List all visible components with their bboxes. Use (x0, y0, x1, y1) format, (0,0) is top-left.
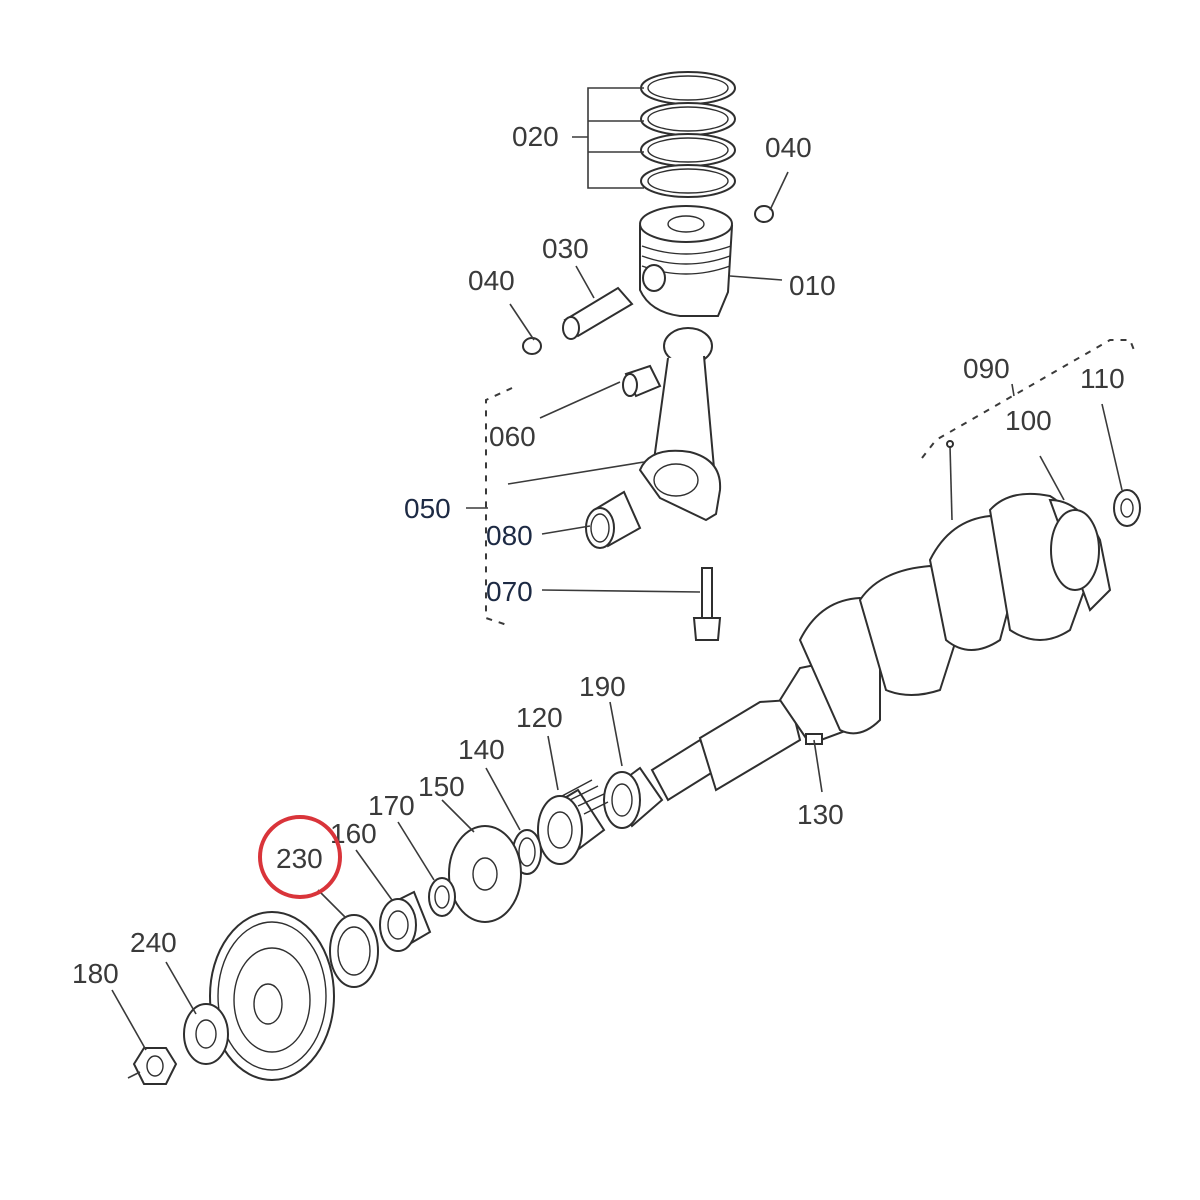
label-230: 230 (276, 843, 323, 874)
piston-pin (562, 286, 634, 340)
connecting-rod-bolt (692, 567, 722, 641)
snap-ring-right (754, 205, 774, 223)
sleeve (379, 890, 432, 952)
label-140: 140 (458, 734, 505, 765)
label-170: 170 (368, 790, 415, 821)
label-100: 100 (1005, 405, 1052, 436)
crankshaft (650, 492, 1112, 802)
label-020: 020 (512, 121, 559, 152)
connecting-rod (638, 327, 722, 522)
label-190: 190 (579, 671, 626, 702)
label-180: 180 (72, 958, 119, 989)
label-010: 010 (789, 270, 836, 301)
crankshaft-pulley (209, 911, 335, 1081)
label-040-left: 040 (468, 265, 515, 296)
label-240: 240 (130, 927, 177, 958)
oil-slinger (448, 825, 522, 923)
piston (639, 205, 734, 317)
snap-ring-left (522, 337, 542, 355)
oil-seal (329, 914, 379, 988)
label-060: 060 (489, 421, 536, 452)
pulley-nut (132, 1047, 178, 1085)
label-110: 110 (1080, 363, 1125, 394)
collar-ring (428, 877, 456, 917)
label-130: 130 (797, 799, 844, 830)
crankshaft-collar (603, 766, 664, 829)
crank-pin-bearing (585, 490, 642, 549)
label-040-right: 040 (765, 132, 812, 163)
leader-lines (111, 171, 1123, 1079)
highlight-circle (258, 815, 342, 899)
label-120: 120 (516, 702, 563, 733)
label-080: 080 (486, 520, 533, 551)
label-050: 050 (404, 493, 451, 524)
label-030: 030 (542, 233, 589, 264)
piston-rings (640, 71, 736, 198)
label-070: 070 (486, 576, 533, 607)
label-090: 090 (963, 353, 1010, 384)
small-end-bushing (622, 364, 662, 398)
crankshaft-rear-bearing (1113, 489, 1141, 527)
pulley-washer (183, 1003, 229, 1065)
crankshaft-gear (537, 779, 609, 865)
label-150: 150 (418, 771, 465, 802)
